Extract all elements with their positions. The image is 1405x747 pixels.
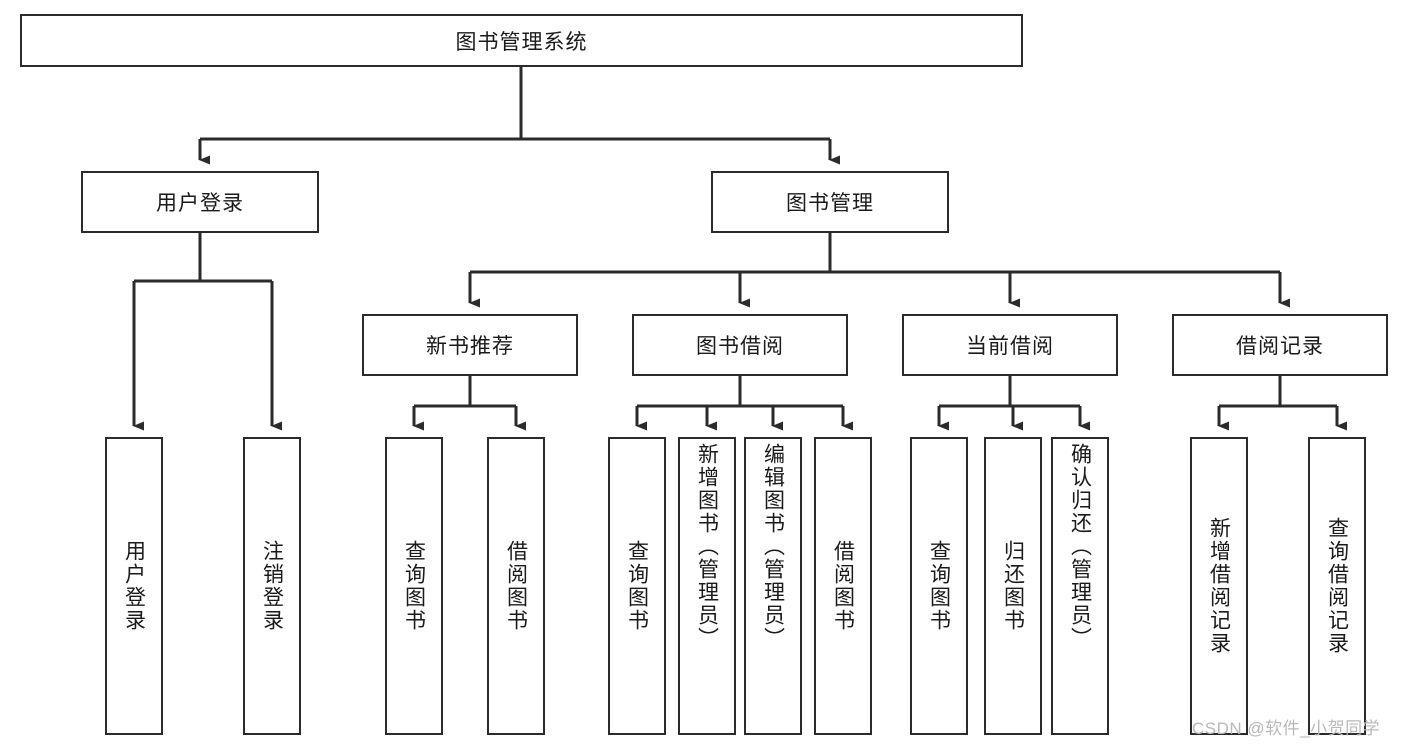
node-leaf-confirm-return-label: 确认归还（管理员）	[1068, 443, 1092, 650]
csdn-watermark: CSDN @软件_小贺同学	[1192, 719, 1381, 738]
node-leaf-borrow-book-2[interactable]: 借阅图书	[814, 437, 872, 735]
node-leaf-query-record[interactable]: 查询借阅记录	[1308, 437, 1366, 735]
node-leaf-borrow-book-1-label: 借阅图书	[504, 540, 528, 632]
node-leaf-query-book-1-label: 查询图书	[402, 540, 426, 632]
node-borrow-record[interactable]: 借阅记录	[1172, 314, 1388, 376]
node-leaf-query-book-2[interactable]: 查询图书	[608, 437, 666, 735]
node-leaf-user-logout-label: 注销登录	[260, 540, 284, 632]
node-current-borrow[interactable]: 当前借阅	[902, 314, 1118, 376]
node-root-label: 图书管理系统	[455, 30, 588, 54]
node-leaf-return-book-label: 归还图书	[1001, 540, 1025, 632]
node-leaf-edit-book[interactable]: 编辑图书（管理员）	[744, 437, 802, 735]
node-user-login[interactable]: 用户登录	[81, 171, 319, 233]
node-leaf-query-book-1[interactable]: 查询图书	[385, 437, 443, 735]
node-current-borrow-label: 当前借阅	[966, 335, 1054, 358]
node-book-borrow-label: 图书借阅	[696, 335, 784, 358]
node-user-login-label: 用户登录	[156, 192, 244, 215]
node-new-book-rec[interactable]: 新书推荐	[362, 314, 578, 376]
node-leaf-query-book-2-label: 查询图书	[625, 540, 649, 632]
node-leaf-user-login[interactable]: 用户登录	[105, 437, 163, 735]
node-leaf-query-book-3-label: 查询图书	[927, 540, 951, 632]
node-root[interactable]: 图书管理系统	[20, 14, 1023, 67]
node-borrow-record-label: 借阅记录	[1236, 335, 1324, 358]
node-leaf-borrow-book-2-label: 借阅图书	[831, 540, 855, 632]
node-leaf-user-logout[interactable]: 注销登录	[243, 437, 301, 735]
node-leaf-add-book[interactable]: 新增图书（管理员）	[678, 437, 736, 735]
node-leaf-user-login-label: 用户登录	[122, 540, 146, 632]
node-book-manage-label: 图书管理	[786, 192, 874, 215]
node-book-borrow[interactable]: 图书借阅	[632, 314, 848, 376]
node-leaf-borrow-book-1[interactable]: 借阅图书	[487, 437, 545, 735]
node-leaf-confirm-return[interactable]: 确认归还（管理员）	[1051, 437, 1109, 735]
node-leaf-query-record-label: 查询借阅记录	[1325, 517, 1349, 655]
node-book-manage[interactable]: 图书管理	[711, 171, 949, 233]
node-leaf-add-book-label: 新增图书（管理员）	[695, 443, 719, 650]
node-leaf-edit-book-label: 编辑图书（管理员）	[761, 443, 785, 650]
node-leaf-add-record-label: 新增借阅记录	[1207, 517, 1231, 655]
node-leaf-query-book-3[interactable]: 查询图书	[910, 437, 968, 735]
node-leaf-return-book[interactable]: 归还图书	[984, 437, 1042, 735]
node-leaf-add-record[interactable]: 新增借阅记录	[1190, 437, 1248, 735]
node-new-book-rec-label: 新书推荐	[426, 335, 514, 358]
